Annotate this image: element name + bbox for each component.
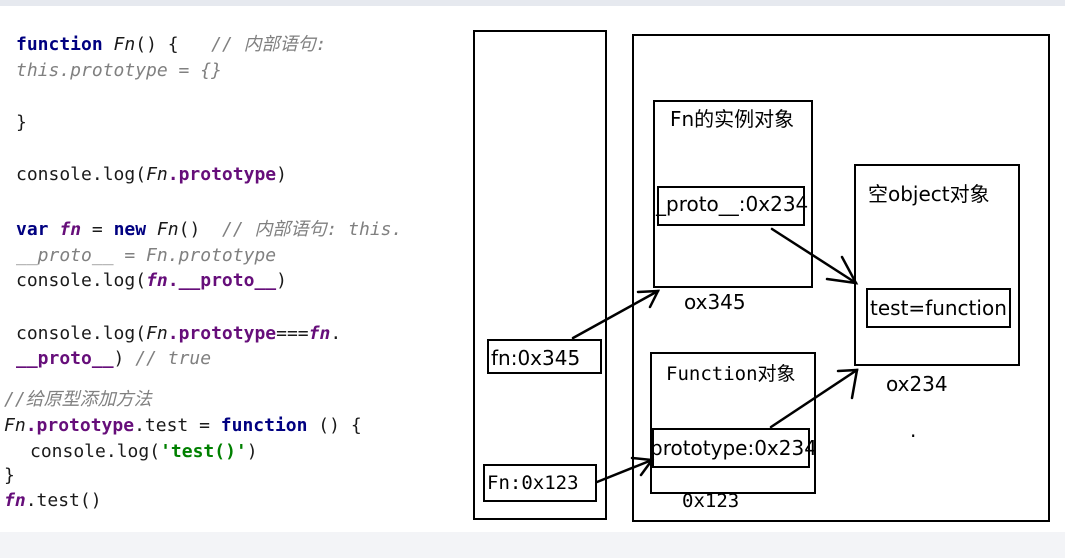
code-text: console. (16, 270, 103, 291)
function-prototype-slot (652, 428, 810, 468)
empty-object (854, 164, 1020, 366)
function-object-title: Function对象 (666, 363, 796, 385)
code-line-12: console.log('test()') (30, 440, 258, 464)
function-name: Fn (146, 323, 168, 344)
code-line-13: } (4, 464, 15, 488)
code-comment: // true (135, 348, 212, 369)
string-literal: 'test()' (160, 441, 247, 462)
instance-address: ox345 (684, 290, 746, 314)
code-text: log( (102, 164, 147, 185)
top-bar (0, 0, 1065, 6)
stack-var-Fn-label: Fn:0x123 (487, 472, 579, 494)
property: __proto__ (16, 348, 114, 369)
arrow-fn-to-instance (571, 289, 660, 340)
code-line-10: //给原型添加方法 (4, 388, 152, 412)
function-name: Fn (146, 164, 168, 185)
instance-proto-slot (657, 186, 805, 226)
code-text: console. (16, 323, 103, 344)
code-line-7: console.log(fn.__proto__) (16, 269, 287, 293)
code-text: ) (246, 441, 258, 462)
code-text: . (330, 323, 342, 344)
code-comment: // 内部语句: this. (221, 219, 403, 240)
code-comment: this.prototype = {} (16, 60, 222, 81)
code-line-1: function Fn() { // 内部语句: (16, 33, 326, 57)
code-text: log( (102, 323, 147, 344)
property: .prototype (167, 323, 277, 344)
test-function-slot (866, 288, 1011, 328)
variable: fn (308, 323, 331, 344)
function-name: Fn (113, 34, 136, 55)
code-line-11: Fn.prototype.test = function () { (4, 414, 362, 438)
code-line-2: this.prototype = {} (16, 59, 222, 83)
code-text: === (276, 323, 309, 344)
fn-instance-title: Fn的实例对象 (670, 107, 795, 131)
code-line-6: __proto__ = Fn.prototype (16, 244, 276, 268)
function-prototype-label: prototype:0x234 (650, 436, 817, 460)
code-text: ) (276, 270, 287, 291)
function-name: Fn (4, 415, 26, 436)
variable: fn (59, 219, 82, 240)
keyword: function (16, 34, 103, 55)
code-text: log( (102, 270, 147, 291)
code-text: console. (30, 441, 117, 462)
code-comment: // 内部语句: (211, 34, 327, 55)
empty-object-address: ox234 (886, 372, 948, 396)
code-text: .test() (25, 490, 102, 511)
code-line-5: var fn = new Fn() // 内部语句: this. (16, 218, 402, 242)
fn-instance-object (653, 100, 813, 288)
code-text: .test = (134, 415, 221, 436)
arrow-instance-to-object (770, 227, 858, 285)
heap-area (632, 34, 1050, 522)
code-text: ) (113, 348, 136, 369)
stack-var-fn (487, 339, 602, 374)
code-line-3: } (16, 111, 27, 135)
test-function-label: test=function (870, 296, 1007, 320)
arrow-Fn-to-function (595, 458, 654, 484)
code-text: } (4, 465, 15, 486)
code-line-4: console.log(Fn.prototype) (16, 163, 287, 187)
code-text: console. (16, 164, 103, 185)
code-panel: function Fn() { // 内部语句: this.prototype … (0, 0, 470, 530)
function-object (650, 352, 816, 494)
stack-area (473, 30, 607, 520)
stack-var-fn-label: fn:0x345 (491, 346, 581, 370)
code-text: () { (307, 415, 362, 436)
code-text: log( (116, 441, 161, 462)
stray-dot: . (910, 418, 917, 442)
property: .prototype (25, 415, 135, 436)
code-line-9: __proto__) // true (16, 347, 211, 371)
property: .__proto__ (167, 270, 277, 291)
keyword: var (16, 219, 49, 240)
code-comment: __proto__ = Fn.prototype (16, 245, 277, 266)
code-line-14: fn.test() (4, 489, 102, 513)
instance-proto-label: _proto__:0x234 (656, 192, 809, 216)
arrow-function-to-object (769, 368, 859, 429)
code-text: () { (135, 34, 179, 55)
keyword: function (220, 415, 308, 436)
code-text: } (16, 112, 27, 133)
code-text: ) (276, 164, 287, 185)
code-comment: //给原型添加方法 (4, 389, 152, 410)
code-text: () (178, 219, 201, 240)
function-object-address: 0x123 (682, 490, 740, 512)
function-name: Fn (156, 219, 179, 240)
property: .prototype (167, 164, 277, 185)
variable: fn (4, 490, 26, 511)
keyword: new (113, 219, 147, 240)
code-text: = (81, 219, 114, 240)
code-line-8: console.log(Fn.prototype===fn. (16, 322, 341, 346)
variable: fn (146, 270, 168, 291)
stack-var-Fn (483, 464, 597, 502)
bottom-bar (0, 532, 1065, 558)
empty-object-title: 空object对象 (868, 182, 990, 206)
